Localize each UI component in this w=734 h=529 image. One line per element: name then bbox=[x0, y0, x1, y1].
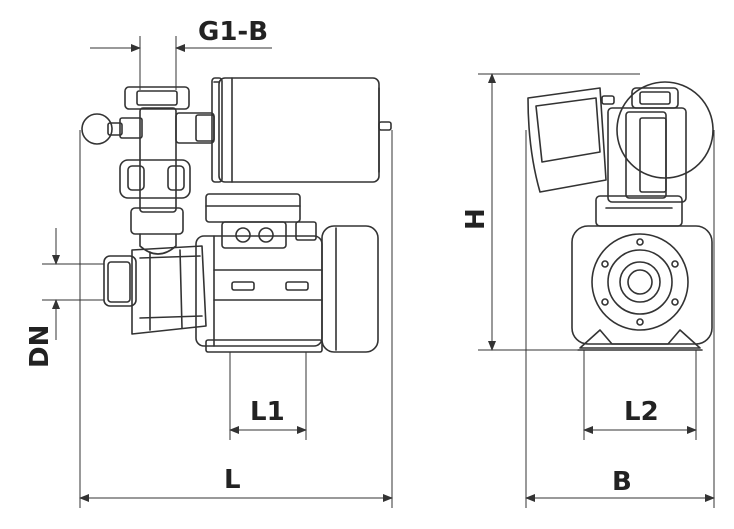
pipe-tee bbox=[81, 86, 215, 255]
dim-g1b: G1-B bbox=[90, 17, 272, 90]
dim-l: L bbox=[79, 130, 393, 508]
pump-housing bbox=[103, 245, 207, 335]
side-volute bbox=[571, 225, 713, 345]
label-dn: DN bbox=[25, 325, 55, 368]
label-l: L bbox=[224, 465, 241, 495]
motor bbox=[195, 193, 379, 353]
pressure-switch bbox=[527, 87, 615, 193]
side-view-pump bbox=[527, 81, 714, 351]
label-g1b: G1-B bbox=[198, 17, 268, 47]
dim-dn: DN bbox=[25, 228, 104, 368]
pressure-tank bbox=[211, 77, 392, 183]
dim-h: H bbox=[461, 73, 640, 351]
label-l1: L1 bbox=[250, 397, 285, 427]
front-view-pump bbox=[81, 77, 392, 353]
label-h: H bbox=[461, 208, 491, 230]
dim-l1: L1 bbox=[229, 352, 307, 440]
side-pipe bbox=[595, 87, 687, 227]
label-l2: L2 bbox=[624, 397, 659, 427]
side-base bbox=[577, 329, 703, 351]
dim-l2: L2 bbox=[583, 350, 697, 440]
label-b: B bbox=[612, 467, 632, 497]
dim-b: B bbox=[525, 130, 715, 508]
tank-end-circle bbox=[616, 81, 714, 179]
